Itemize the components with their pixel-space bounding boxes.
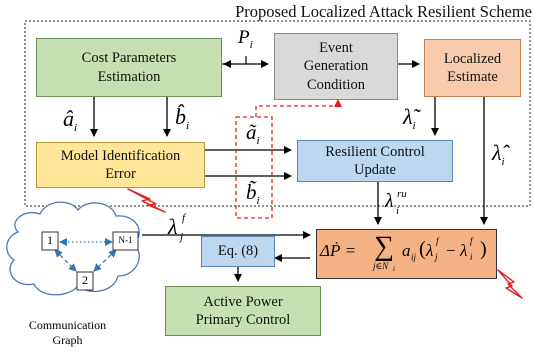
- lightning-icon: [127, 188, 166, 213]
- attack-box: [235, 116, 273, 219]
- graph-node: [112, 231, 139, 251]
- graph-node-label: 1: [47, 233, 53, 247]
- scheme-frame: [24, 20, 531, 207]
- diagram-title: Proposed Localized Attack Resilient Sche…: [235, 2, 532, 21]
- graph-node-label: 2: [82, 273, 88, 287]
- label-p-i: Pi: [238, 27, 253, 51]
- eq8-block: Eq. (8): [201, 236, 275, 267]
- graph-node: [41, 231, 59, 251]
- label-lambda-hat: λ̂i: [492, 140, 505, 168]
- label-a-tilde: ãi: [246, 120, 260, 147]
- label-b-tilde: b̃i: [246, 180, 260, 207]
- graph-node: [76, 271, 94, 291]
- label-lambda-j: λ f j: [168, 212, 186, 243]
- label-a-hat: âi: [63, 106, 78, 134]
- consensus-equation-block: [316, 229, 497, 279]
- lightning-icon: [497, 269, 523, 299]
- label-lambda-ru: λ ru i: [385, 188, 407, 217]
- consensus-equation: ΔṖ = ∑ j∈N i a ij ( λ f j − λ f i ): [320, 231, 487, 273]
- attack-feedback-link: [255, 99, 342, 117]
- label-b-hat: b̂i: [175, 104, 190, 132]
- edge-n1-2: [93, 249, 117, 272]
- label-lambda-tilde: λ̃i: [403, 104, 416, 132]
- graph-node-label: N-1: [118, 235, 133, 245]
- communication-graph-caption: Communication Graph: [28, 318, 107, 347]
- edge-1-2: [54, 249, 77, 272]
